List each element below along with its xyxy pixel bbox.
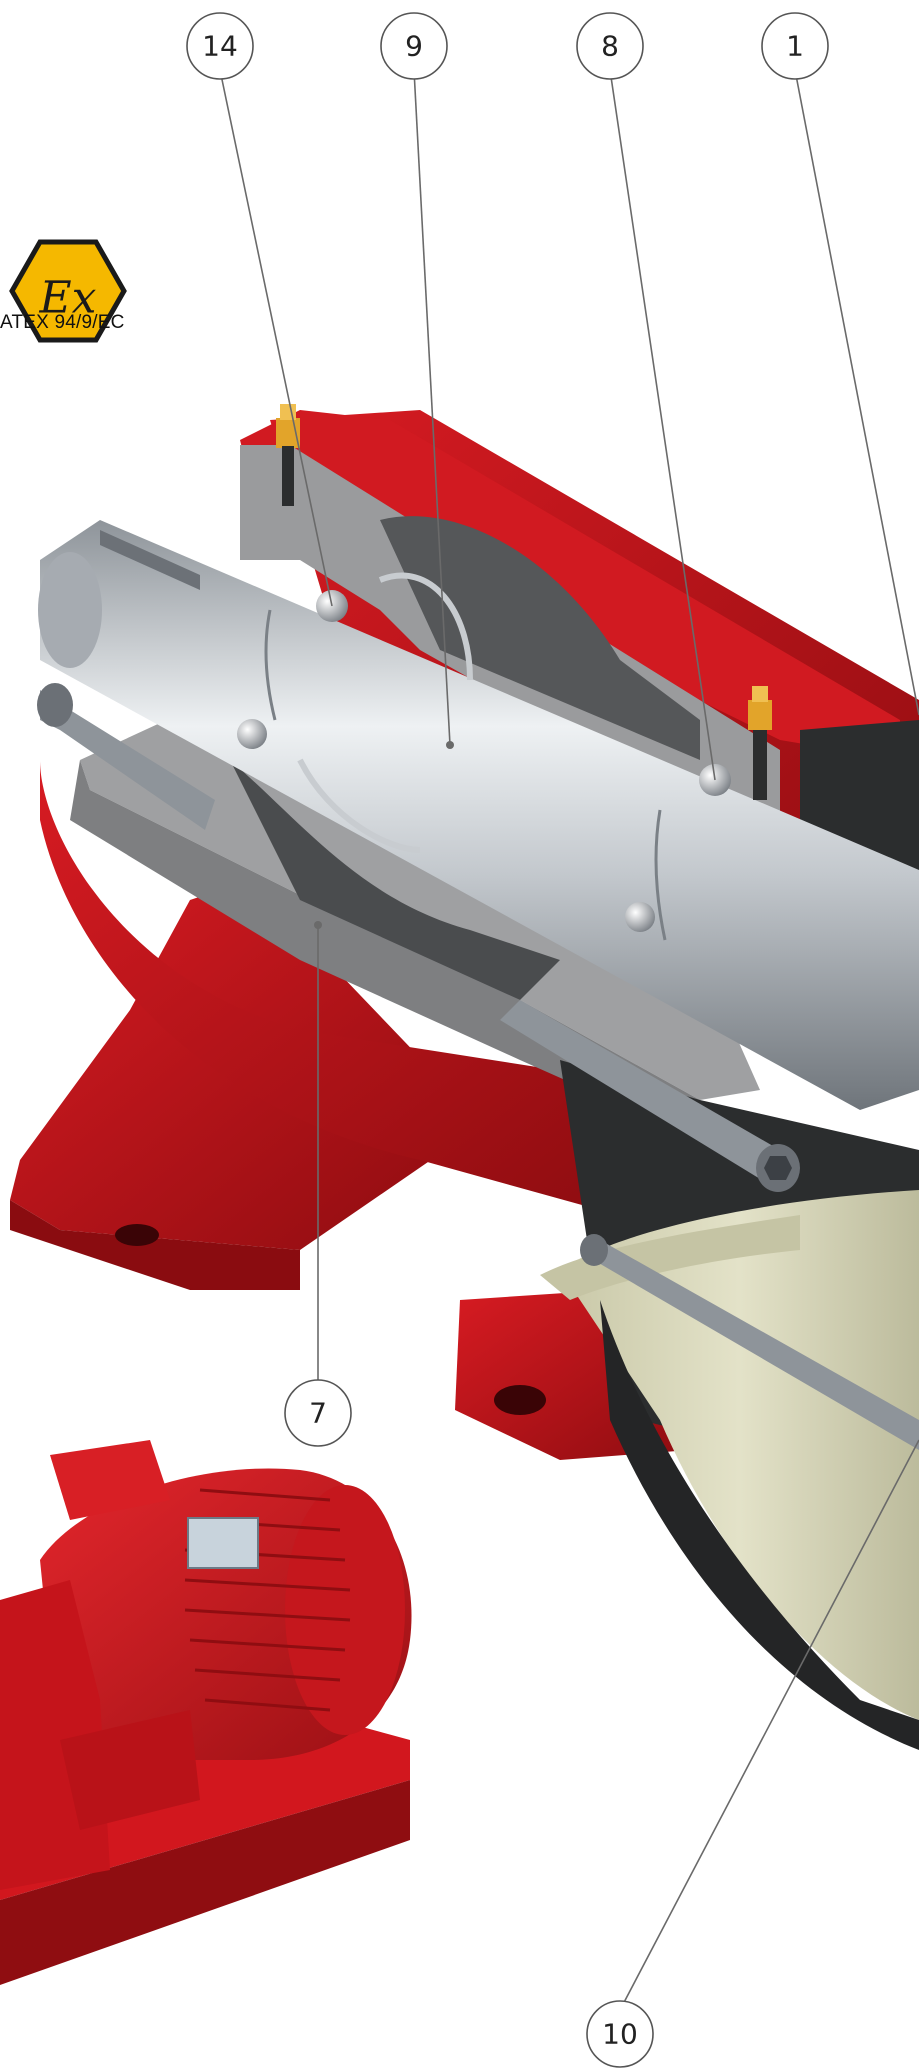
bearing-ball-4 (625, 902, 655, 932)
grease-nipple-right (748, 686, 772, 800)
housing-bolt-lower (500, 1000, 800, 1192)
pump-casing-lip (540, 1215, 800, 1300)
atex-caption: ATEX 94/9/EC (0, 312, 125, 333)
seal-ring-lower (297, 758, 421, 853)
pump-shaft (40, 520, 919, 1110)
casing-tie-rod (580, 1234, 919, 1450)
leader-line-1 (794, 69, 919, 716)
grease-nipple-left (276, 404, 300, 506)
coupling-guard (60, 1710, 200, 1830)
housing-body-underside (40, 760, 640, 1210)
callout-label: 7 (309, 1397, 327, 1430)
callout-label: 9 (405, 30, 423, 63)
atex-ex-symbol: Ex (39, 273, 97, 324)
callout-10: 10 (586, 2000, 654, 2068)
leader-lines (219, 69, 919, 2011)
baseplate-front (0, 1780, 410, 1985)
housing-bolt-upper (37, 683, 215, 830)
housing-cavity (380, 516, 700, 760)
pump-casing-cream (560, 1190, 919, 1720)
housing-foot-left-face (10, 1200, 300, 1290)
seal-ring-upper (378, 572, 473, 681)
callout-label: 8 (601, 30, 619, 63)
leader-line-14 (219, 69, 333, 607)
housing-top-rim (240, 410, 900, 760)
leader-line-8 (609, 69, 716, 781)
leader-dot-9 (446, 741, 454, 749)
leader-line-9 (413, 69, 451, 746)
foot-bolt-hole-left (115, 1224, 159, 1246)
foot-bolt-hole-right (494, 1385, 546, 1415)
shaft-end-face (38, 552, 102, 668)
motor-terminal-box (50, 1440, 170, 1520)
callout-9: 9 (380, 12, 448, 80)
motor-nameplate (187, 1517, 259, 1569)
callout-14: 14 (186, 12, 254, 80)
callout-7: 7 (284, 1379, 352, 1447)
callout-label: 10 (602, 2018, 638, 2051)
atex-hexagon-icon (9, 239, 127, 343)
callout-label: 14 (202, 30, 238, 63)
callout-label: 1 (786, 30, 804, 63)
shaft-shoulder-2 (654, 809, 667, 941)
shaft-keyway (100, 530, 200, 590)
motor-end-cap (285, 1485, 405, 1735)
leader-line-10 (619, 1439, 919, 2011)
shaft-shoulder-1 (264, 609, 277, 721)
housing-cavity-lower (230, 760, 560, 1000)
motor-pump-unit (0, 1440, 412, 1985)
callout-8: 8 (576, 12, 644, 80)
bearing-ball-2 (237, 719, 267, 749)
callout-1: 1 (761, 12, 829, 80)
leader-dot-7 (314, 921, 322, 929)
bearing-housing (10, 404, 919, 1750)
atex-badge: Ex (9, 239, 127, 343)
